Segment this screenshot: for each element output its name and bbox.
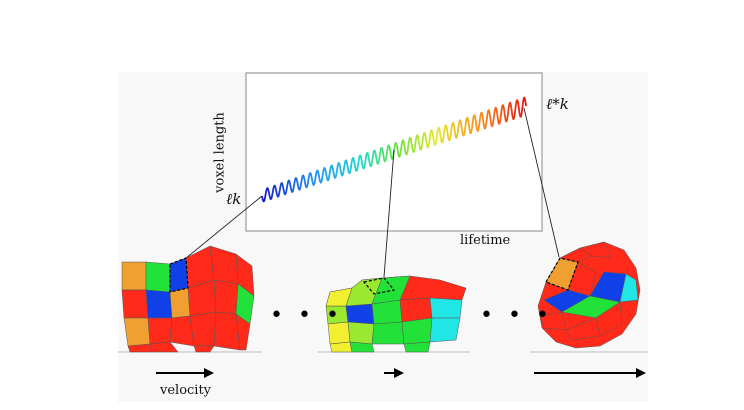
leader-line-end: [523, 107, 560, 258]
voxel-mesh-3: [537, 241, 641, 349]
velocity-arrow-2: [384, 368, 404, 378]
start-length-label: ℓk: [226, 190, 242, 208]
leader-line-start: [179, 195, 263, 264]
leader-line-middle: [383, 149, 395, 278]
x-axis-label: lifetime: [460, 233, 511, 248]
velocity-arrow-3: [534, 368, 646, 378]
end-length-label: ℓ*k: [546, 95, 569, 113]
velocity-arrow-1: [156, 368, 214, 378]
ellipsis-2: • • •: [480, 303, 553, 328]
voxel-mesh-2: [325, 275, 467, 353]
velocity-label: velocity: [160, 383, 212, 398]
voxel-mesh-1: [121, 245, 255, 353]
ellipsis-1: • • •: [270, 303, 343, 328]
